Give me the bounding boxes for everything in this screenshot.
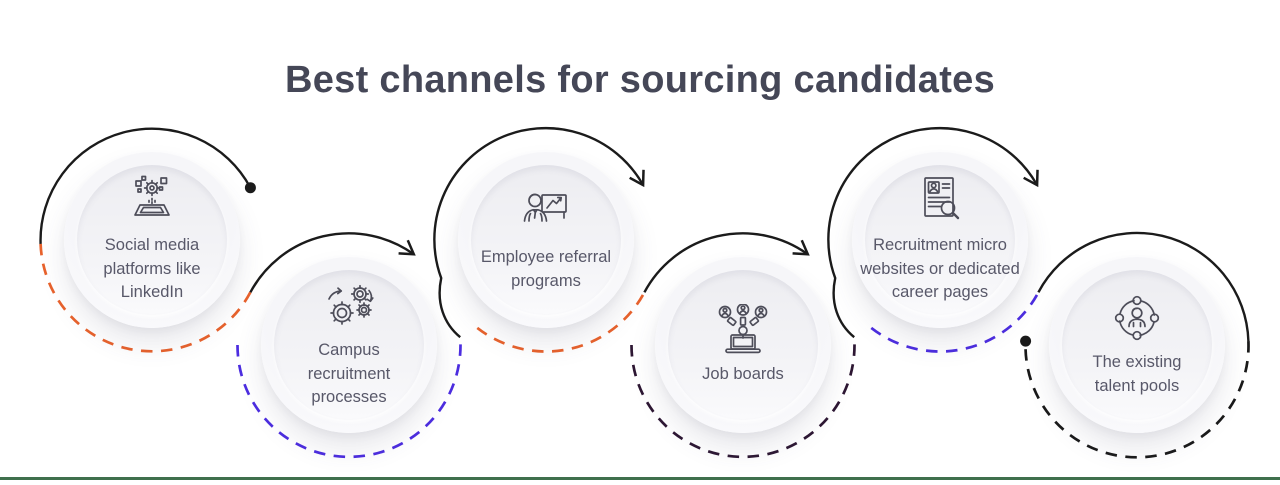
node-label: Employee referral programs [480,248,612,290]
arrow-icon [398,239,416,256]
talent-network-icon [1108,292,1166,344]
dashed-arc-1 [39,243,252,353]
node-employee-referral: Employee referral programs [458,152,634,328]
node-label: Job boards [702,364,784,383]
dashed-arc-6 [1024,341,1250,459]
dot-marker-end [1020,335,1032,347]
node-label: Recruitment micro websites or dedicated … [860,236,1020,302]
resume-search-icon [911,175,969,227]
solid-arc-1 [39,127,252,244]
dot-marker-start [244,182,256,194]
node-label: Campus recruitment processes [307,341,391,407]
arrow-icon [629,169,645,188]
node-job-boards: Job boards [655,257,831,433]
solid-arc-6 [1037,231,1250,342]
node-label: Social media platforms like LinkedIn [103,236,201,302]
footer-accent-line [0,477,1280,480]
page-title: Best channels for sourcing candidates [284,59,996,102]
dashed-arc-5 [870,291,1040,353]
node-recruitment-websites: Recruitment micro websites or dedicated … [852,152,1028,328]
presenter-chart-icon [517,187,575,239]
dashed-arc-4 [630,337,856,459]
social-media-icon [123,175,181,227]
solid-arc-2 [249,232,414,293]
solid-arc-3 [433,126,644,339]
arrow-icon [1023,169,1039,188]
laptop-candidates-icon [714,303,772,356]
node-label: The existing talent pools [1092,353,1182,395]
solid-arc-4 [643,232,808,293]
arrow-icon [792,239,810,256]
gears-icon [320,280,378,332]
node-campus-recruitment: Campus recruitment processes [261,257,437,433]
dashed-arc-3 [476,291,646,353]
node-talent-pools: The existing talent pools [1049,257,1225,433]
dashed-arc-2 [236,337,462,459]
solid-arc-5 [827,126,1038,339]
node-social-media: Social media platforms like LinkedIn [64,152,240,328]
